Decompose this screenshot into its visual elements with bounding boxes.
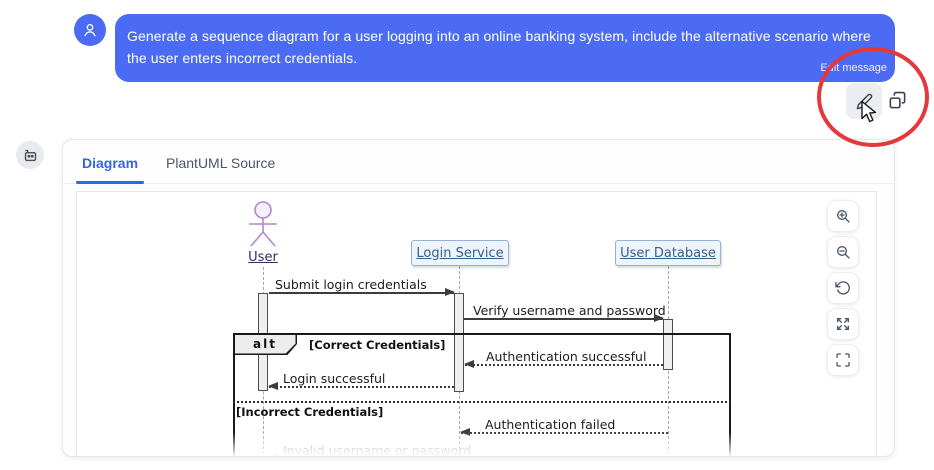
participant-label-login-service: Login Service bbox=[416, 245, 504, 261]
participant-label-user-database: User Database bbox=[620, 245, 716, 261]
viewer-fullscreen-button[interactable] bbox=[827, 344, 859, 376]
activation-bar-user-database bbox=[663, 319, 673, 370]
edit-message-button[interactable] bbox=[846, 83, 882, 119]
arrowhead-right bbox=[445, 288, 455, 296]
viewer-zoom-out-button[interactable] bbox=[827, 236, 859, 268]
viewer-reset-button[interactable] bbox=[827, 272, 859, 304]
viewer-zoom-in-button[interactable] bbox=[827, 200, 859, 232]
alt-operator-label: alt bbox=[253, 337, 277, 351]
user-message-text: Generate a sequence diagram for a user l… bbox=[127, 28, 871, 66]
message-arrow bbox=[460, 428, 668, 436]
expand-icon bbox=[837, 318, 849, 330]
message-label: Verify username and password bbox=[473, 303, 666, 318]
alt-fragment: alt bbox=[233, 333, 731, 456]
message-label: Authentication failed bbox=[485, 417, 616, 432]
tab-diagram[interactable]: Diagram bbox=[76, 155, 145, 184]
reset-view-icon bbox=[835, 281, 850, 295]
copy-message-button[interactable] bbox=[884, 87, 910, 113]
participant-box-user-database: User Database bbox=[615, 240, 721, 266]
arrowhead-left bbox=[464, 360, 474, 368]
message-label: Invalid username or password bbox=[283, 443, 472, 457]
tab-bar: Diagram PlantUML Source bbox=[63, 140, 894, 184]
message-label: Authentication successful bbox=[486, 349, 647, 364]
arrowhead-left bbox=[268, 453, 278, 456]
assistant-avatar bbox=[16, 141, 44, 169]
zoom-in-icon bbox=[837, 210, 850, 223]
alt-guard-incorrect: [Incorrect Credentials] bbox=[236, 405, 384, 419]
arrowhead-left bbox=[460, 428, 470, 436]
arrowhead-right bbox=[654, 314, 664, 322]
zoom-out-icon bbox=[837, 246, 850, 259]
user-icon bbox=[84, 24, 96, 37]
tab-plantuml-source[interactable]: PlantUML Source bbox=[160, 155, 281, 183]
alt-guard-correct: [Correct Credentials] bbox=[309, 338, 446, 352]
alt-operator-pentagon: alt bbox=[233, 333, 297, 355]
arrowhead-left bbox=[268, 382, 278, 390]
participant-label-user: User bbox=[248, 250, 278, 265]
edit-message-tooltip: Edit message bbox=[820, 62, 887, 74]
user-message-bubble: Generate a sequence diagram for a user l… bbox=[115, 14, 895, 82]
viewer-expand-button[interactable] bbox=[827, 308, 859, 340]
actor-user-figure bbox=[249, 201, 277, 247]
message-arrow bbox=[268, 382, 454, 390]
tab-diagram-label: Diagram bbox=[82, 155, 139, 171]
diagram-viewer[interactable]: User Login Service User Database alt [Co… bbox=[76, 191, 877, 457]
activation-bar-login-service bbox=[454, 293, 464, 392]
fullscreen-icon bbox=[836, 353, 850, 367]
message-arrow bbox=[464, 360, 663, 368]
diagram-card: Diagram PlantUML Source User Login Servi… bbox=[62, 139, 895, 457]
copy-icon bbox=[889, 91, 905, 108]
pencil-icon bbox=[856, 93, 872, 109]
participant-box-login-service: Login Service bbox=[411, 240, 509, 266]
message-label: Submit login credentials bbox=[275, 277, 427, 292]
robot-icon bbox=[24, 149, 36, 161]
user-avatar bbox=[74, 14, 106, 46]
message-arrow bbox=[464, 314, 664, 322]
message-arrow bbox=[269, 288, 455, 296]
tab-source-label: PlantUML Source bbox=[166, 155, 276, 171]
alt-divider bbox=[233, 401, 731, 403]
message-label: Login successful bbox=[283, 371, 386, 386]
